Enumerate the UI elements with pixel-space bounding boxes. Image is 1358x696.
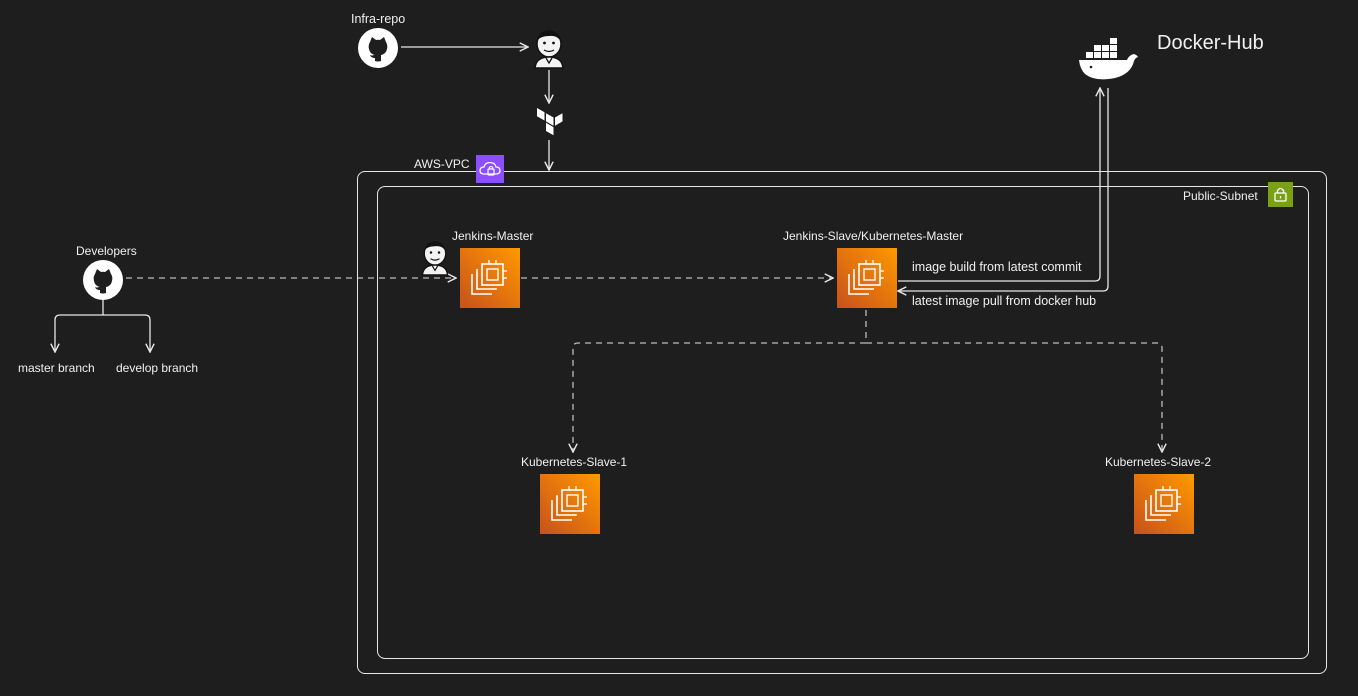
- image-pull-label: latest image pull from docker hub: [912, 294, 1097, 308]
- public-subnet-boundary: [377, 186, 1309, 659]
- master-branch-label: master branch: [18, 361, 95, 375]
- edge-image-build-to-docker-hub: [898, 88, 1100, 282]
- jenkins-slave-label: Jenkins-Slave/Kubernetes-Master: [783, 229, 964, 243]
- ec2-instance-icon: [460, 248, 520, 308]
- image-build-label: image build from latest commit: [912, 260, 1082, 274]
- k8s-slave-1-label: Kubernetes-Slave-1: [521, 455, 628, 469]
- jenkins-master-label: Jenkins-Master: [452, 229, 534, 243]
- edge-image-pull-from-docker-hub: [898, 88, 1109, 291]
- develop-branch-label: develop branch: [116, 361, 199, 375]
- terraform-icon: [536, 106, 564, 138]
- subnet-lock-icon: [1268, 182, 1293, 207]
- ec2-instance-icon: [540, 474, 600, 534]
- github-icon: [357, 27, 399, 69]
- ec2-instance-icon: [1134, 474, 1194, 534]
- aws-vpc-label: AWS-VPC: [414, 157, 470, 171]
- vpc-boundary: [357, 171, 1327, 674]
- edge-developers-to-master-branch: [55, 300, 104, 352]
- infra-repo-label: Infra-repo: [351, 12, 406, 26]
- ec2-instance-icon: [837, 248, 897, 308]
- k8s-slave-2-label: Kubernetes-Slave-2: [1105, 455, 1212, 469]
- edge-k8s-master-to-slave-2: [866, 342, 1162, 452]
- public-subnet-label: Public-Subnet: [1183, 189, 1258, 203]
- developers-label: Developers: [76, 244, 137, 258]
- jenkins-icon: [418, 238, 452, 276]
- jenkins-icon: [530, 27, 568, 69]
- docker-icon: [1077, 36, 1139, 82]
- github-icon: [82, 259, 124, 301]
- docker-hub-label: Docker-Hub: [1157, 32, 1264, 54]
- edge-developers-to-develop-branch: [103, 314, 150, 352]
- edge-k8s-master-to-slave-1: [573, 342, 866, 452]
- vpc-cloud-icon: [476, 155, 504, 183]
